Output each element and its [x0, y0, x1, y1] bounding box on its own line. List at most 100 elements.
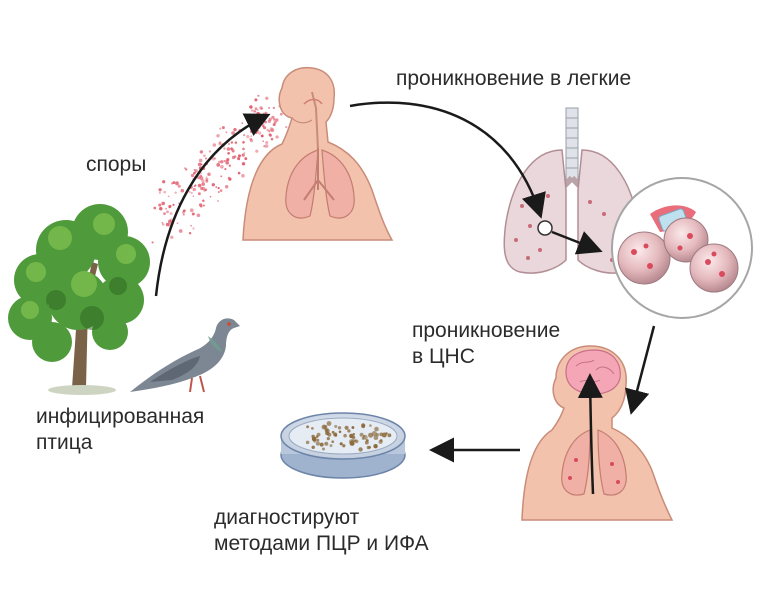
colony-dot [331, 430, 335, 434]
spore-dot [217, 191, 220, 193]
human-torso-icon [521, 345, 674, 521]
spore-dot [270, 137, 274, 141]
colony-dot [387, 433, 392, 438]
spore-dot [250, 135, 252, 138]
colony-dot [306, 425, 310, 429]
spore-dot [172, 203, 175, 206]
spore-dot [220, 160, 224, 164]
spore-dot [205, 157, 207, 160]
spore-dot [217, 187, 220, 190]
spore-dot [192, 227, 195, 230]
spore-dot [165, 207, 167, 210]
spore-dot [207, 172, 211, 176]
colony-dot [352, 433, 356, 436]
colony-dot [354, 439, 359, 444]
pigeon-icon [130, 318, 240, 393]
colony-dot [326, 437, 330, 441]
spore-dot [268, 117, 272, 121]
spore-dot [218, 160, 221, 164]
spore-dot [254, 107, 258, 110]
spore-dot [219, 189, 223, 192]
spore-dot [279, 112, 283, 116]
spore-dot [216, 134, 220, 138]
spore-dot [257, 131, 262, 135]
colony-dot [368, 445, 372, 449]
spore-dot [190, 173, 195, 178]
spore-dot [197, 183, 202, 188]
spore-dot [275, 118, 279, 122]
label-cns-penetration: проникновение в ЦНС [412, 318, 560, 370]
spore-dot [158, 188, 162, 192]
colony-dot [364, 440, 369, 445]
spore-dot [231, 131, 235, 135]
spore-dot [193, 185, 196, 188]
colony-dot [326, 421, 332, 426]
spore-dot [223, 147, 226, 150]
spore-dot [244, 157, 248, 161]
brain-icon [565, 349, 621, 395]
spore-dot [192, 187, 196, 192]
spore-dot [175, 181, 179, 186]
spore-dot [262, 140, 265, 143]
label-cns-line-2: в ЦНС [412, 345, 475, 368]
colony-dot [379, 432, 384, 437]
spore-dot [216, 163, 221, 167]
spore-dot [272, 118, 276, 121]
colony-dot [343, 433, 347, 438]
colony-dot [329, 444, 333, 448]
spore-dot [212, 143, 217, 147]
tree-icon [8, 204, 150, 395]
spore-dot [151, 241, 154, 244]
spore-dot [264, 144, 269, 148]
colony-dot [342, 444, 346, 448]
spore-dot [268, 130, 271, 133]
colony-dot [351, 439, 355, 443]
spore-dot [228, 143, 230, 145]
spore-dot [177, 184, 181, 188]
spore-dot [198, 158, 203, 163]
spore-dot [200, 163, 203, 166]
spore-dot [211, 183, 215, 187]
spore-dot [226, 158, 230, 162]
colony-dot [349, 433, 354, 439]
spore-dot [161, 221, 164, 224]
arrow-alveoli-to-cns [624, 325, 656, 415]
spore-dot [158, 191, 162, 194]
spore-dot [254, 131, 258, 134]
spore-dot [233, 127, 237, 132]
spore-dot [238, 154, 241, 158]
spore-dot [224, 185, 229, 189]
spore-dot [166, 210, 169, 214]
spore-dot [249, 105, 253, 109]
spore-dot [178, 229, 183, 233]
spore-dot [159, 206, 163, 211]
colony-dot [351, 426, 355, 429]
colony-dot [338, 430, 342, 434]
colony-dot [333, 432, 338, 437]
spore-dot [231, 155, 236, 160]
spore-dot [265, 140, 269, 145]
spore-dot [191, 212, 195, 216]
spore-dot [182, 210, 185, 214]
spore-dot [253, 109, 256, 113]
spore-dot [209, 195, 212, 198]
spore-dot [264, 120, 267, 124]
colony-dot [316, 432, 321, 437]
colony-dot [379, 439, 383, 442]
colony-dot [316, 438, 320, 442]
spore-dot [236, 156, 241, 160]
colony-dot [311, 445, 315, 450]
spore-dot [197, 176, 201, 180]
label-diagnosis-line-2: методами ПЦР и ИФА [214, 532, 429, 555]
colony-dot [373, 444, 378, 449]
spore-dot [202, 204, 205, 207]
spore-dot [249, 137, 253, 141]
spore-dot [220, 175, 223, 178]
colony-dot [319, 442, 324, 447]
spore-dot [228, 164, 231, 167]
spore-dot [285, 126, 288, 129]
spore-dot [218, 141, 222, 144]
spore-dot [241, 153, 245, 157]
spore-dot [205, 178, 209, 181]
